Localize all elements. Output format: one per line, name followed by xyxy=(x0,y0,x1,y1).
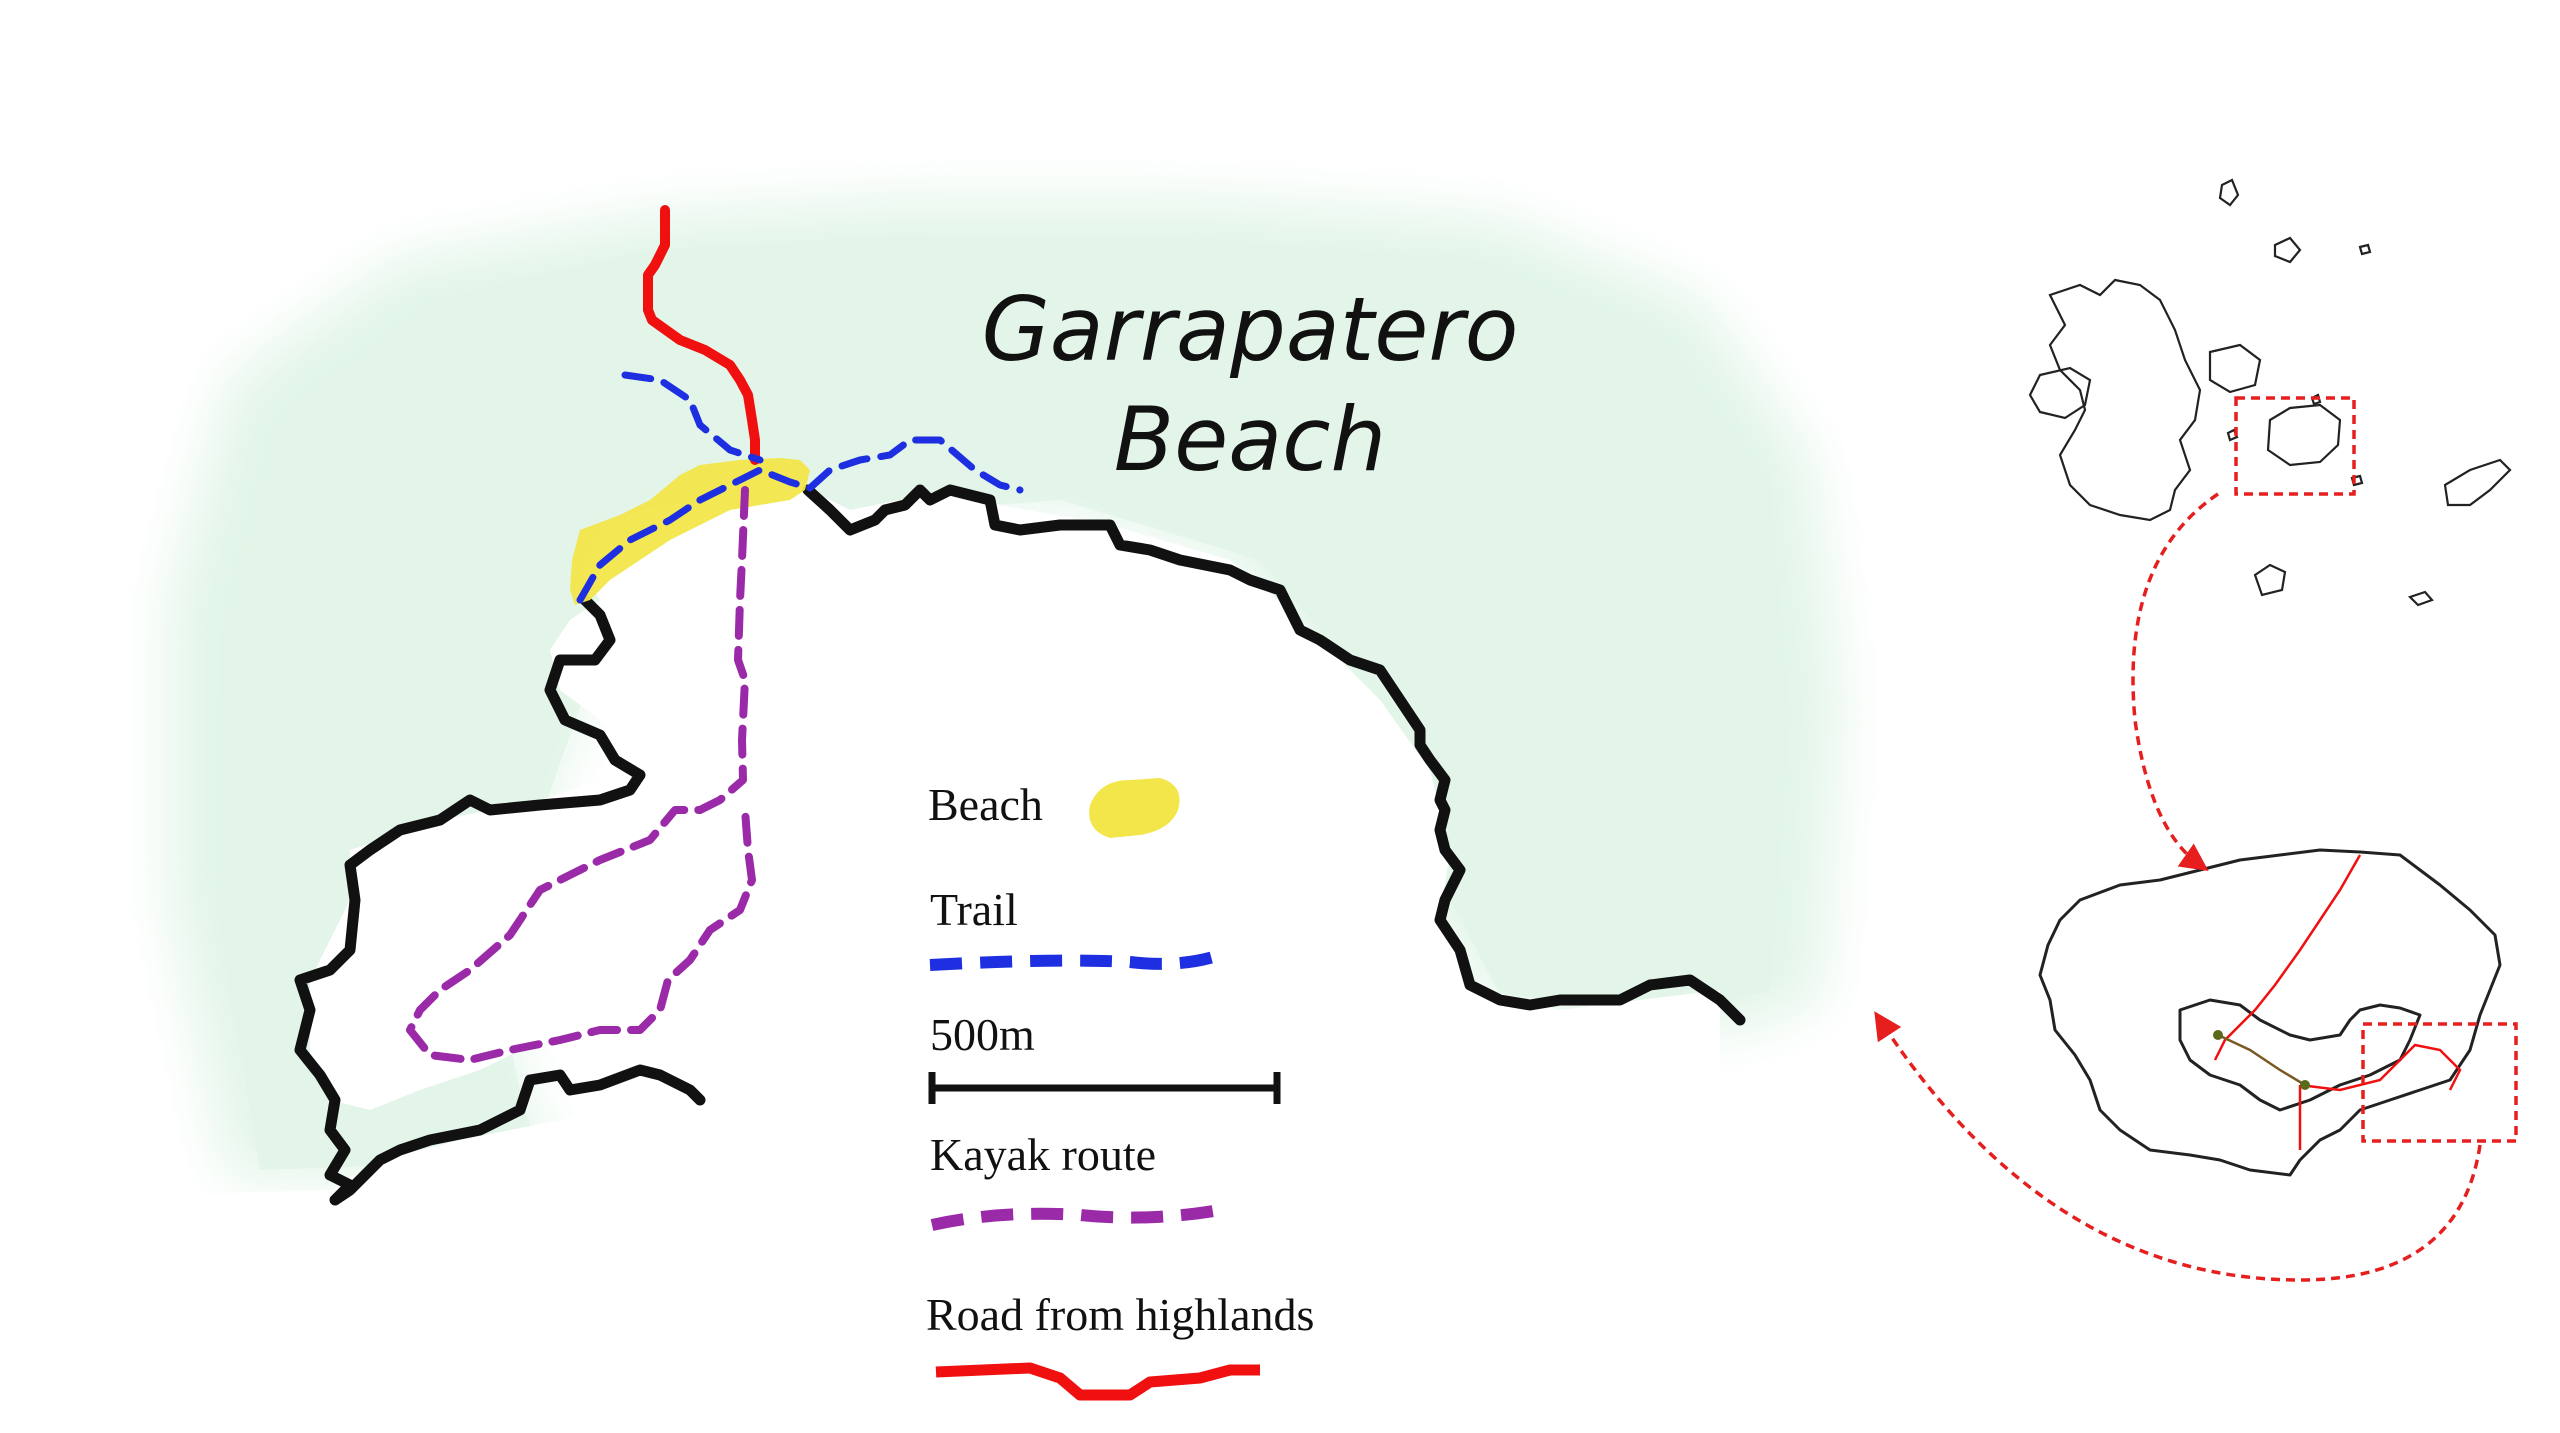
legend-road-label: Road from highlands xyxy=(926,1289,1314,1340)
island-detail-road xyxy=(2213,854,2462,1150)
island-detail-trail xyxy=(2217,1033,2306,1087)
island-detail-coast-bay xyxy=(2178,998,2422,1112)
trail-route xyxy=(576,436,1024,604)
map-title-line1: Garrapatero xyxy=(982,278,1519,381)
map-title-line2: Beach xyxy=(1114,388,1387,491)
legend-scale-bar xyxy=(928,1072,1281,1104)
trail-route-branch xyxy=(621,371,764,464)
legend-beach-swatch xyxy=(1089,778,1180,838)
island-detail-point-b xyxy=(2300,1080,2310,1090)
island-detail-inset xyxy=(2038,848,2518,1177)
island-marchena xyxy=(2273,236,2302,264)
locator-arrow-icon-2 xyxy=(1874,1011,2482,1282)
legend-road-swatch xyxy=(935,1362,1260,1401)
archipelago-highlight-box xyxy=(2234,396,2356,496)
road-route xyxy=(643,205,760,465)
island-detail-highlight-box xyxy=(2361,1022,2518,1143)
sea-area-core xyxy=(215,235,1790,1170)
legend-scale-label: 500m xyxy=(930,1009,1035,1060)
island-genovesa xyxy=(2358,243,2372,256)
legend-trail-swatch xyxy=(929,949,1222,971)
beach-area xyxy=(570,458,810,605)
island-espanola xyxy=(2407,590,2434,607)
coastline xyxy=(294,484,1746,1206)
island-isabela xyxy=(2048,278,2202,522)
island-detail-outline xyxy=(2038,848,2502,1177)
island-detail-point-a xyxy=(2213,1030,2223,1040)
island-pinta xyxy=(2218,178,2240,207)
legend-trail-label: Trail xyxy=(930,884,1018,935)
island-santa-cruz xyxy=(2266,403,2342,467)
island-pinzon xyxy=(2226,428,2239,442)
island-fernandina xyxy=(2028,366,2092,420)
legend-kayak-label: Kayak route xyxy=(930,1129,1156,1180)
archipelago-inset xyxy=(2028,178,2512,607)
island-floreana xyxy=(2253,563,2287,597)
island-san-cristobal xyxy=(2443,458,2512,507)
island-baltra xyxy=(2310,393,2322,406)
land-area xyxy=(0,470,1720,1433)
island-santiago xyxy=(2208,343,2262,394)
kayak-route xyxy=(406,486,756,1064)
legend-beach-label: Beach xyxy=(928,779,1043,830)
legend: Beach Trail 500m Kayak route Road from h… xyxy=(926,778,1314,1401)
locator-arrow-icon xyxy=(2131,492,2219,872)
